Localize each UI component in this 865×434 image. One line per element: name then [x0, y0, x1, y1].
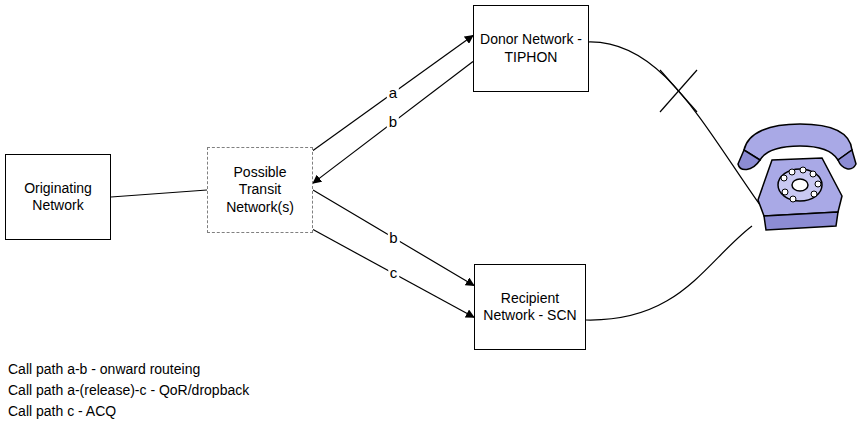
node-label: Donor Network - TIPHON — [480, 31, 582, 66]
node-label: Originating Network — [12, 180, 104, 215]
call-path-connector — [313, 62, 473, 184]
call-path-letter: c — [388, 265, 400, 282]
call-path-connector — [313, 190, 474, 286]
network-box: Recipient Network - SCN — [474, 264, 586, 350]
network-box: Donor Network - TIPHON — [473, 5, 589, 92]
call-path-connector — [111, 190, 207, 197]
call-path-letter: b — [387, 114, 399, 131]
call-path-connector — [313, 230, 474, 318]
call-path-letter: a — [387, 85, 399, 102]
subscriber-line — [586, 226, 752, 320]
call-path-connector — [313, 35, 473, 150]
legend-note: Call path a-(release)-c - QoR/dropback — [8, 382, 249, 399]
telephone-icon — [738, 124, 856, 230]
node-label: Recipient Network - SCN — [481, 290, 579, 325]
cut-mark — [660, 70, 697, 112]
transit-network-box: Possible Transit Network(s) — [207, 147, 313, 233]
legend-note: Call path c - ACQ — [8, 403, 116, 420]
network-box: Originating Network — [5, 154, 111, 240]
legend-note: Call path a-b - onward routeing — [8, 361, 200, 378]
call-path-letter: b — [387, 230, 399, 247]
node-label: Possible Transit Network(s) — [214, 164, 306, 217]
subscriber-line — [588, 42, 760, 205]
